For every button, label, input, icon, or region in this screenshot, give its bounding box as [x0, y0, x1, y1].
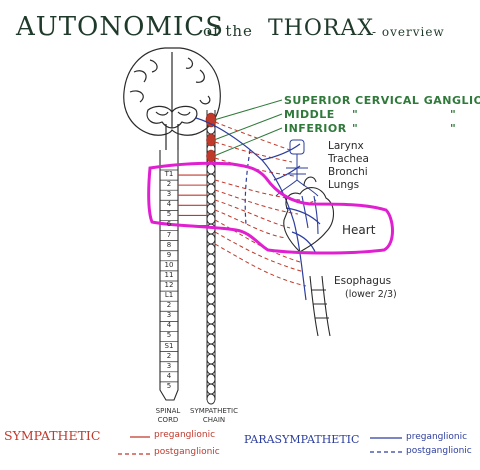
chain-ganglion-bead	[206, 303, 216, 315]
label-lungs: Lungs	[328, 179, 360, 191]
title-main: AUTONOMICS	[16, 12, 225, 42]
label-trachea: Trachea	[328, 153, 369, 165]
esophagus-drawing	[309, 275, 331, 337]
chain-ganglion-bead	[206, 273, 216, 285]
spinal-segment-label: 4	[166, 200, 172, 209]
thoracic-highlight-outline	[147, 161, 394, 255]
label-inferior-ganglion: INFERIOR	[284, 122, 347, 135]
spinal-segment-label: 7	[166, 230, 172, 239]
label-inferior-ditto-1: "	[352, 122, 359, 135]
parasympathetic-vagus-fibers	[195, 117, 321, 301]
chain-ganglion-bead	[206, 283, 216, 295]
spinal-segment-label: 2	[166, 351, 172, 360]
chain-ganglion-bead	[206, 313, 216, 325]
spinal-segment-label: 12	[164, 281, 174, 289]
legend-para-postganglionic: postganglionic	[406, 446, 472, 456]
label-cord: CORD	[157, 416, 179, 424]
spinal-segment-lines	[160, 169, 178, 383]
cervical-ganglia	[205, 112, 217, 163]
spinal-segment-label: 2	[166, 301, 172, 310]
label-middle-ditto-2: "	[450, 108, 457, 121]
legend-para-preganglionic: preganglionic	[406, 432, 468, 442]
legend-symp-postganglionic: postganglionic	[154, 447, 220, 457]
label-esophagus: Esophagus	[334, 275, 392, 287]
spinal-segment-label: 4	[166, 371, 172, 380]
label-heart: Heart	[342, 223, 376, 237]
chain-ganglion-bead	[206, 363, 216, 375]
title-of: of the	[203, 22, 253, 40]
spinal-segment-label: 2	[166, 180, 172, 189]
chain-ganglion-bead	[206, 353, 216, 365]
chain-ganglion-bead	[206, 393, 216, 405]
spinal-segment-label: 11	[164, 270, 174, 279]
ganglion-leader-lines	[213, 99, 283, 157]
spinal-segment-label: 9	[166, 250, 172, 259]
label-sympathetic-chain-1: SYMPATHETIC	[190, 407, 238, 415]
spinal-segment-label: 5	[166, 331, 172, 340]
label-middle-ganglion: MIDDLE	[284, 108, 335, 121]
spinal-segment-label: 10	[164, 260, 174, 269]
spinal-segment-label: S1	[164, 341, 174, 350]
chain-ganglion-bead	[206, 243, 216, 255]
sympathetic-preganglionic-fibers	[178, 174, 207, 227]
title-sub: - overview	[372, 25, 445, 39]
brain-drawing	[123, 47, 221, 150]
chain-ganglion-bead	[206, 163, 216, 175]
sympathetic-postganglionic-fibers	[214, 121, 307, 287]
spinal-segment-label: 6	[166, 220, 172, 229]
label-middle-ditto-1: "	[352, 108, 359, 121]
chain-ganglion-bead	[206, 383, 216, 395]
chain-ganglion-bead	[206, 213, 216, 225]
chain-ganglion-bead	[206, 343, 216, 355]
spinal-segment-label: T1	[164, 170, 174, 178]
chain-ganglion-bead	[206, 293, 216, 305]
chain-ganglion-bead	[206, 203, 216, 215]
airway-drawing	[275, 139, 319, 197]
chain-ganglion-bead	[206, 323, 216, 335]
chain-ganglion-bead	[206, 173, 216, 185]
legend-line-samples	[118, 436, 402, 455]
spinal-segment-label: 5	[166, 210, 172, 219]
title-thorax: THORAX	[268, 16, 375, 41]
label-inferior-ditto-2: "	[450, 122, 457, 135]
legend-parasympathetic: PARASYMPATHETIC	[244, 433, 360, 446]
spinal-cord	[159, 150, 179, 401]
spinal-segment-label: 3	[166, 361, 172, 370]
label-bronchi: Bronchi	[328, 166, 368, 178]
chain-ganglion-bead	[206, 373, 216, 385]
legend-sympathetic: SYMPATHETIC	[4, 428, 101, 443]
spinal-segment-label: 8	[166, 240, 172, 249]
spinal-segment-label: 3	[166, 311, 172, 320]
chain-ganglion-bead	[206, 193, 216, 205]
chain-ganglion-bead	[206, 333, 216, 345]
label-larynx: Larynx	[328, 140, 364, 152]
chain-ganglion-bead	[206, 183, 216, 195]
label-sympathetic-chain-2: CHAIN	[202, 416, 226, 424]
chain-ganglion-bead	[206, 263, 216, 275]
chain-ganglion-bead	[206, 233, 216, 245]
spinal-segment-label: 4	[166, 321, 172, 330]
label-superior-ganglion: SUPERIOR CERVICAL GANGLION	[284, 94, 480, 107]
label-spinal: SPINAL	[155, 407, 181, 415]
spinal-segment-label: 3	[166, 190, 172, 199]
spinal-segment-label: L1	[164, 291, 174, 300]
label-esophagus-note: (lower 2/3)	[345, 289, 397, 300]
legend-symp-preganglionic: preganglionic	[154, 430, 216, 440]
spinal-segment-label: 5	[166, 381, 172, 390]
chain-ganglion-bead	[206, 253, 216, 265]
